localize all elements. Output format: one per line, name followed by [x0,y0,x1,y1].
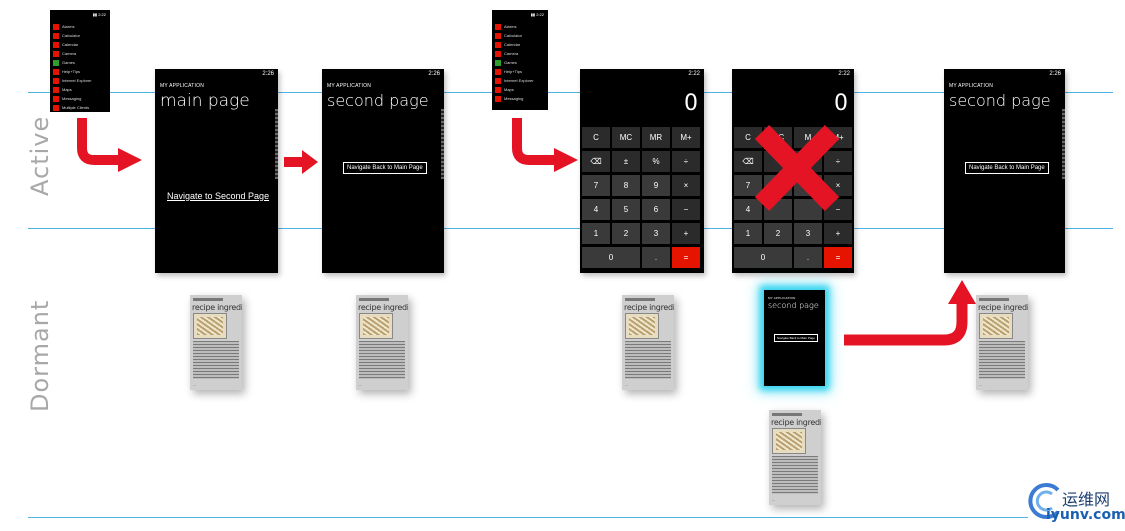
dish-image-icon [979,313,1013,339]
calc-key[interactable]: − [672,199,700,220]
watermark-cn: 运维网 [1062,490,1111,509]
dish-image-icon [772,428,806,454]
calc-key[interactable]: × [672,175,700,196]
calc-key[interactable]: MR [642,127,670,148]
navigate-back-button[interactable]: Navigate Back to Main Page [774,334,818,342]
page-title: second page [949,91,1051,110]
calc-equals-key[interactable]: = [824,247,852,268]
calc-key[interactable]: 3 [642,223,670,244]
second-page-restored-screen: 2:26 MY APPLICATION second page Navigate… [944,69,1065,273]
dormant-lane-label: Dormant [26,299,54,412]
active-lane-label: Active [26,115,54,196]
calc-key[interactable]: 6 [642,199,670,220]
calc-key[interactable]: 4 [734,199,762,220]
page-title: second page [327,91,429,110]
app-list-thumbnail-2: ▮▮ 2:22 Alarms Calculator Calendar Camer… [492,10,548,110]
active-bottom-line [28,228,1113,229]
calc-key[interactable]: 1 [582,223,610,244]
calc-key[interactable]: ÷ [824,151,852,172]
recipe-thumbnail-3: recipe ingredie ... [622,295,674,390]
calc-key[interactable]: 3 [794,223,822,244]
recipe-thumbnail-5: recipe ingredie ... [976,295,1028,390]
calc-key[interactable]: 2 [764,223,792,244]
calc-key[interactable]: 8 [612,175,640,196]
calc-key[interactable] [794,199,822,220]
calc-key[interactable]: 0 [582,247,640,268]
calc-key[interactable]: . [794,247,822,268]
red-arrow-icon [77,118,142,172]
calc-key[interactable]: ⌫ [582,151,610,172]
dish-image-icon [625,313,659,339]
calc-key[interactable]: ± [612,151,640,172]
active-top-line [28,92,1113,93]
calc-key[interactable]: 4 [582,199,610,220]
page-title: second page [768,301,819,310]
calc-display: 0 [684,91,698,116]
calculator-screen: 2:22 0 C MC MR M+ ⌫ ± % ÷ 7 8 9 × 4 5 6 … [580,69,704,273]
calc-key[interactable]: 7 [582,175,610,196]
calc-key[interactable]: 9 [642,175,670,196]
dish-image-icon [193,313,227,339]
dish-image-icon [359,313,393,339]
second-page-screen: 2:26 MY APPLICATION second page Navigate… [322,69,444,273]
calc-key[interactable]: ⌫ [734,151,762,172]
red-arrow-icon [844,280,976,346]
calc-key[interactable]: ÷ [672,151,700,172]
app-list-thumbnail-1: ▮▮ 2:22 Alarms Calculator Calendar Camer… [50,10,110,112]
calc-key[interactable]: MC [612,127,640,148]
calc-key[interactable]: C [582,127,610,148]
navigate-back-button[interactable]: Navigate Back to Main Page [343,162,427,174]
main-page-screen: 2:26 MY APPLICATION main page Navigate t… [155,69,278,273]
navigate-back-button[interactable]: Navigate Back to Main Page [965,162,1049,174]
bottom-line [28,517,1028,518]
navigate-second-link[interactable]: Navigate to Second Page [167,191,270,201]
red-arrow-icon [512,118,578,172]
red-x-icon [754,125,840,211]
calc-equals-key[interactable]: = [672,247,700,268]
recipe-thumbnail-1: recipe ingredie ... [190,295,242,390]
calc-key[interactable]: % [642,151,670,172]
calc-key[interactable]: 7 [734,175,762,196]
calc-key[interactable]: 2 [612,223,640,244]
calc-display: 0 [834,91,848,116]
calc-key[interactable]: + [672,223,700,244]
page-title: main page [160,91,250,111]
calc-key[interactable]: M+ [672,127,700,148]
calc-key[interactable]: 5 [612,199,640,220]
calc-key[interactable]: C [734,127,762,148]
dormant-second-page-screen: MY APPLICATION second page Navigate Back… [764,290,825,386]
c-swirl-icon [1028,483,1060,519]
calc-key[interactable]: 0 [734,247,792,268]
calc-key[interactable]: 1 [734,223,762,244]
calc-key[interactable]: . [642,247,670,268]
watermark-url: iyunv.com [1046,507,1125,523]
recipe-thumbnail-4: recipe ingredie ... [769,410,821,505]
calc-key[interactable]: + [824,223,852,244]
recipe-thumbnail-2: recipe ingredie ... [356,295,408,390]
red-arrow-icon [284,150,318,174]
